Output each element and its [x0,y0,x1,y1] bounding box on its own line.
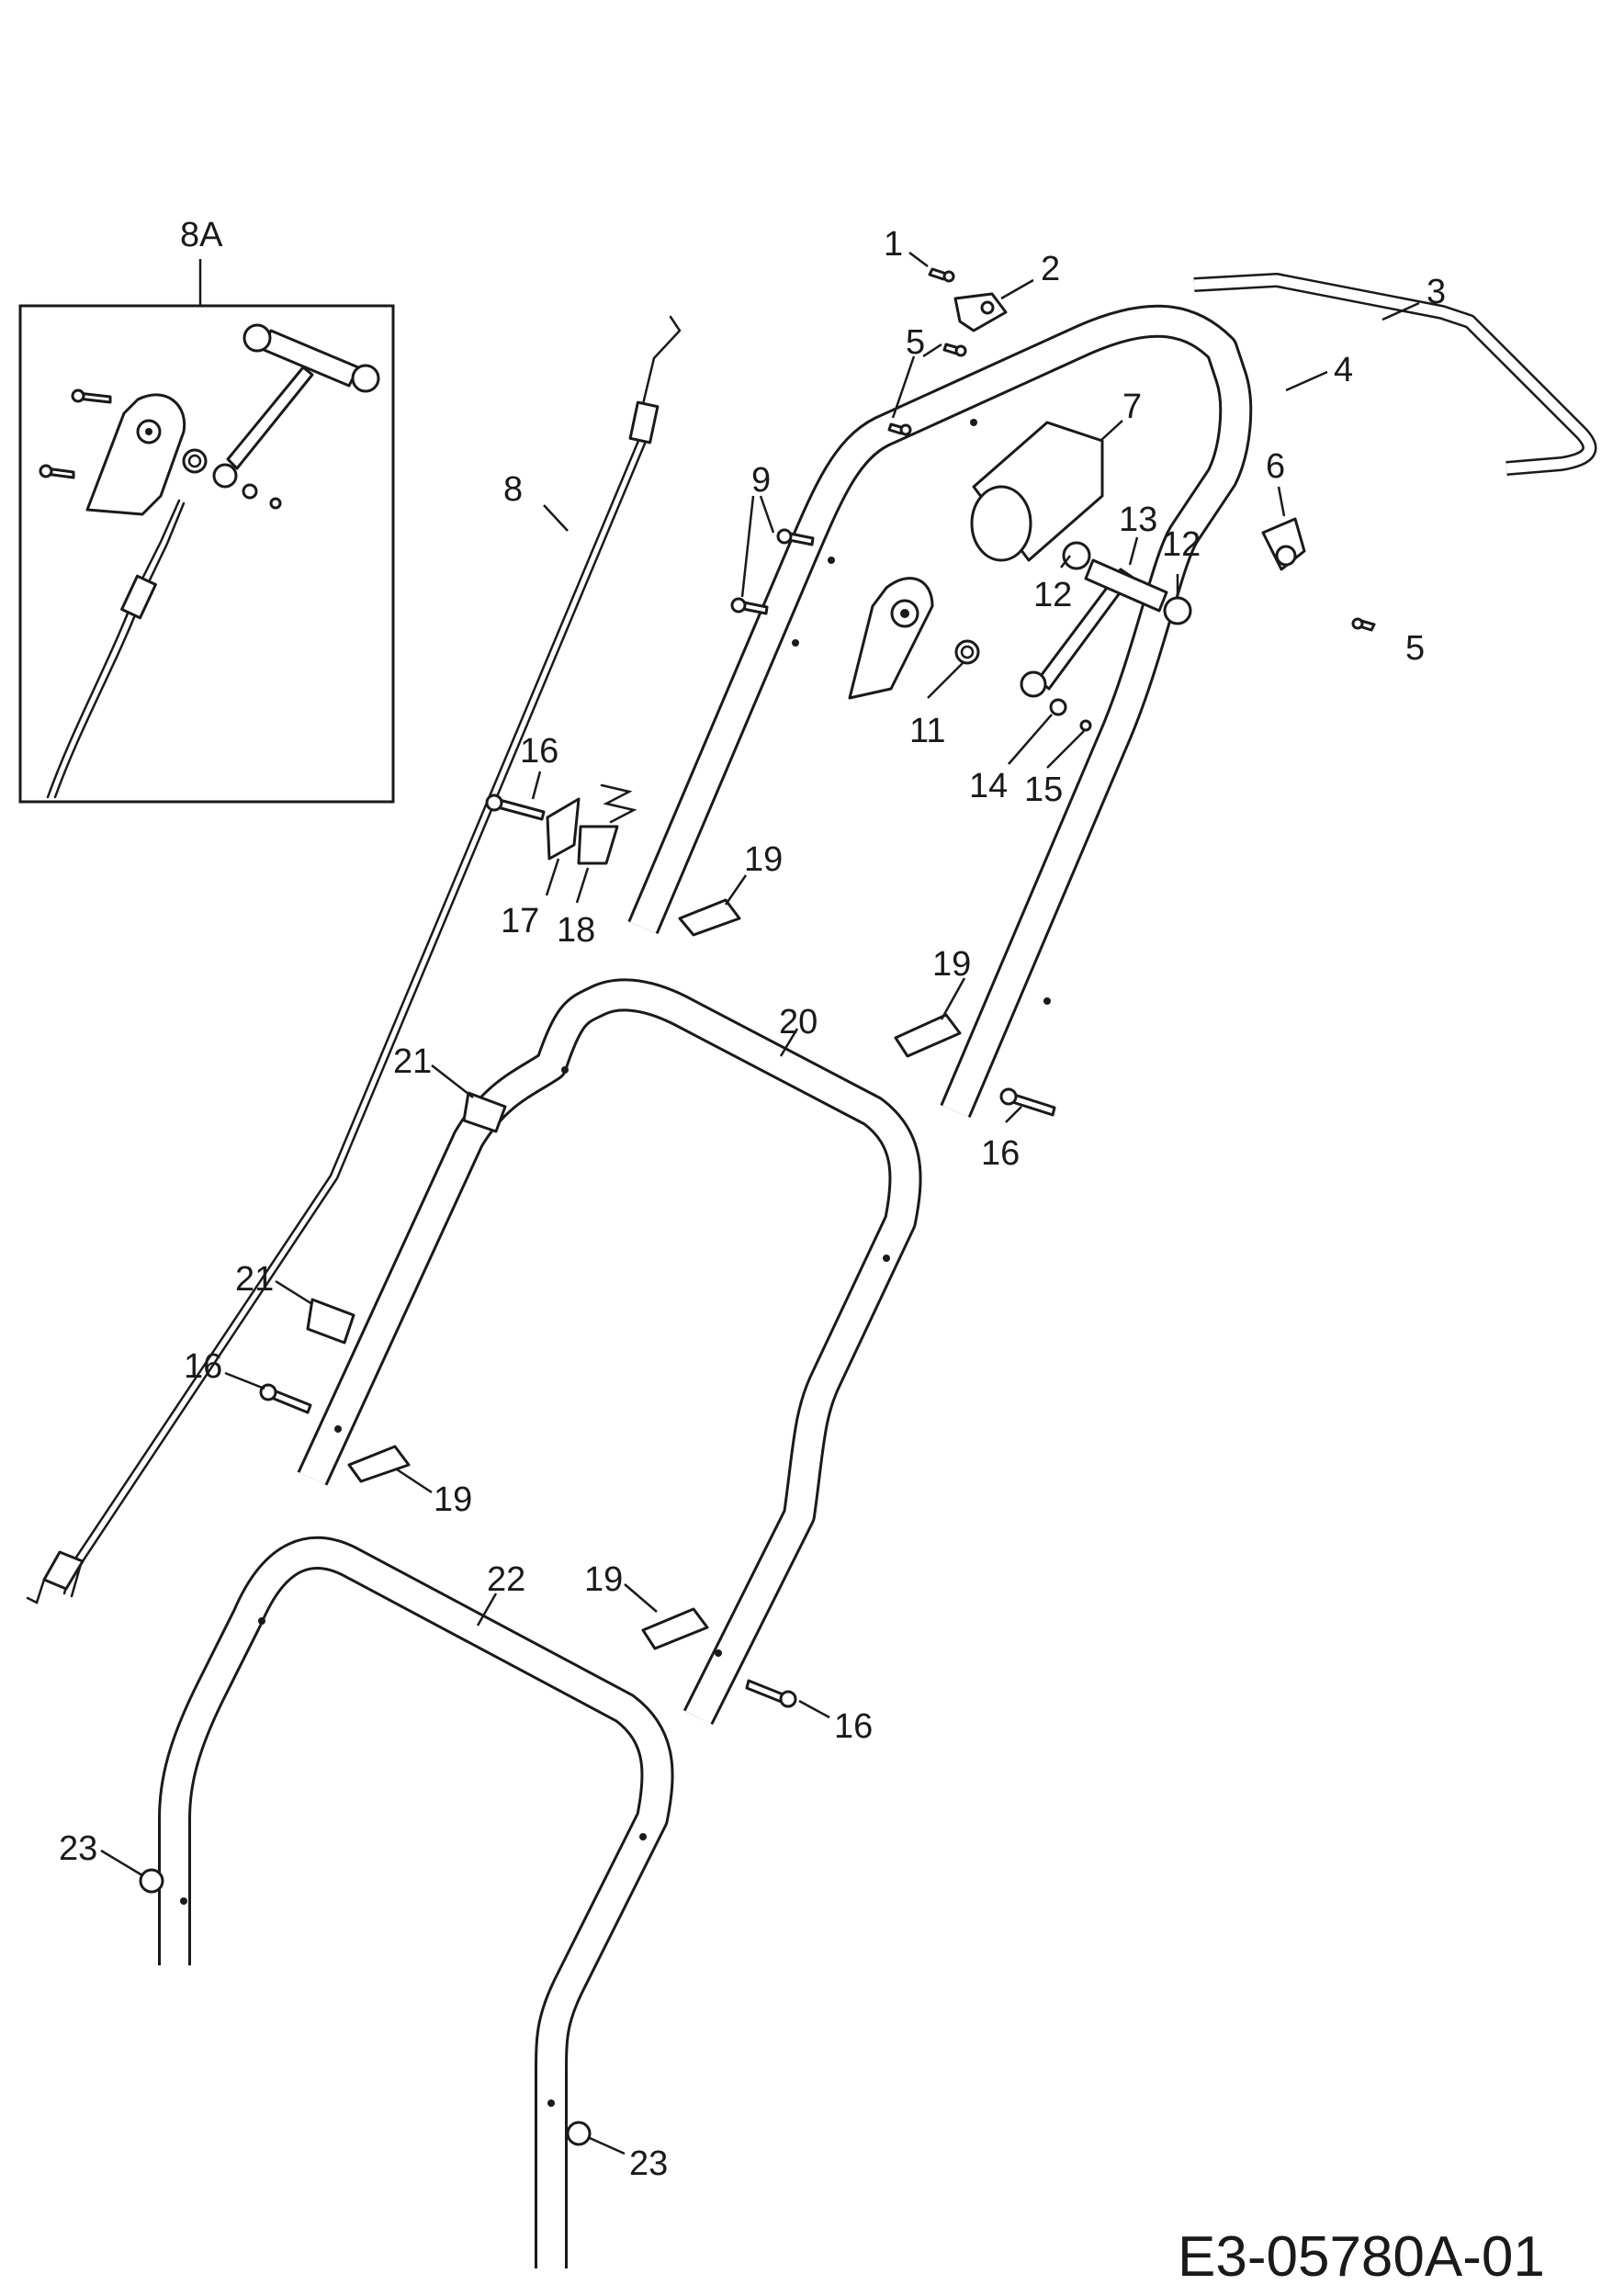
lower-handle [158,1536,674,2268]
label-21-top: 21 [393,1042,432,1081]
label-12-left: 12 [1033,576,1072,614]
small-parts [139,267,1376,2146]
inset-8a: 8A [18,216,395,804]
label-16-bottom: 16 [834,1707,873,1746]
label-5-top: 5 [906,323,925,362]
label-5-right: 5 [1405,629,1425,668]
label-9: 9 [751,461,771,500]
label-11: 11 [909,712,945,750]
label-23-right: 23 [629,2144,668,2183]
drawing-code: E3-05780A-01 [1178,2225,1545,2289]
label-8: 8 [503,470,523,509]
label-3: 3 [1427,273,1446,311]
label-20: 20 [779,1003,818,1041]
callout-labels: 1 2 3 4 5 5 6 7 8 9 11 12 12 13 14 15 16… [59,225,1446,2183]
label-14: 14 [969,767,1008,805]
label-2: 2 [1041,250,1060,288]
label-16-left: 16 [184,1347,222,1386]
label-7: 7 [1122,388,1142,426]
label-22: 22 [487,1560,525,1599]
middle-handle [297,978,922,1726]
bail [1193,273,1597,476]
label-19-right: 19 [932,945,971,984]
label-15: 15 [1024,771,1063,809]
label-12-right: 12 [1162,525,1201,564]
label-6: 6 [1266,447,1285,486]
leader-lines [100,252,1420,2155]
label-23-left: 23 [59,1829,97,1868]
label-21-bottom: 21 [235,1260,274,1299]
label-16-right: 16 [981,1134,1020,1173]
label-1: 1 [884,225,903,264]
label-13: 13 [1119,501,1157,539]
label-4: 4 [1334,351,1353,389]
inset-label: 8A [180,216,223,254]
label-19-left: 19 [434,1480,472,1519]
label-16-top: 16 [520,732,558,771]
label-17: 17 [501,902,539,940]
label-18: 18 [557,911,595,950]
label-19-top: 19 [744,840,783,879]
control-cable [26,315,682,1604]
label-19-bottom: 19 [584,1560,623,1599]
